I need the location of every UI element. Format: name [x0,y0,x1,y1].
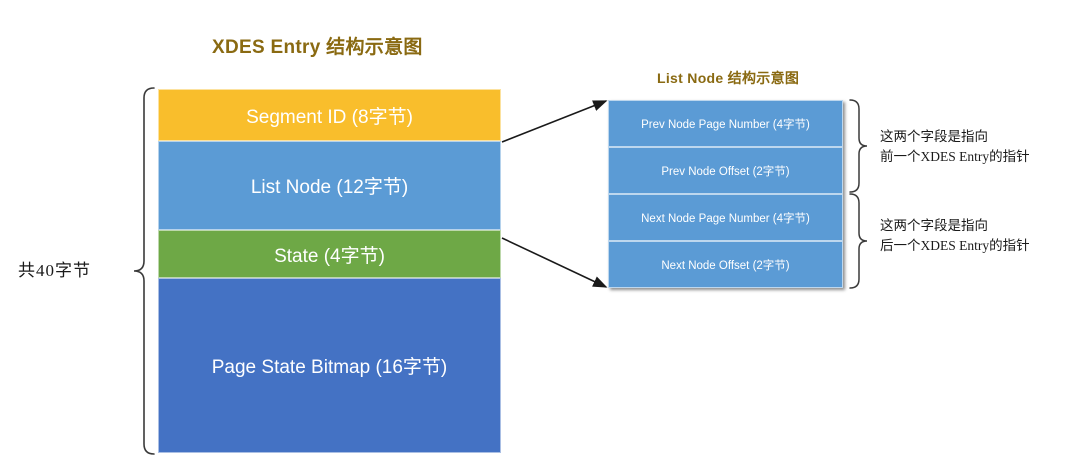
total-size-label: 共40字节 [18,261,91,280]
next-pointer-brace [848,192,868,290]
list-node-structure: Prev Node Page Number (4字节) Prev Node Of… [608,100,843,288]
xdes-entry-structure: Segment ID (8字节) List Node (12字节) State … [158,89,501,453]
list-node-field-next-node-offset[interactable]: Next Node Offset (2字节) [608,241,843,288]
total-size-brace-shape [133,87,155,455]
prev-pointer-note-line2: 前一个XDES Entry的指针 [880,149,1030,164]
connector-arrow-bottom [501,237,608,288]
next-pointer-brace-shape [849,193,868,289]
prev-pointer-brace [848,98,868,194]
list-node-title: List Node 结构示意图 [657,70,800,86]
connector-arrow-top [501,100,608,143]
xdes-field-list-node[interactable]: List Node (12字节) [158,141,501,230]
prev-pointer-brace-shape [849,99,868,193]
next-pointer-note: 这两个字段是指向 后一个XDES Entry的指针 [880,216,1030,256]
page-title: XDES Entry 结构示意图 [212,37,423,58]
list-node-field-prev-node-page-number[interactable]: Prev Node Page Number (4字节) [608,100,843,147]
xdes-field-segment-id[interactable]: Segment ID (8字节) [158,89,501,141]
list-node-field-next-node-page-number[interactable]: Next Node Page Number (4字节) [608,194,843,241]
prev-pointer-note-line1: 这两个字段是指向 [880,129,988,144]
list-node-field-prev-node-offset[interactable]: Prev Node Offset (2字节) [608,147,843,194]
xdes-field-page-state-bitmap[interactable]: Page State Bitmap (16字节) [158,278,501,453]
xdes-field-state[interactable]: State (4字节) [158,230,501,278]
total-size-brace [128,86,156,456]
next-pointer-note-line2: 后一个XDES Entry的指针 [880,238,1030,253]
prev-pointer-note: 这两个字段是指向 前一个XDES Entry的指针 [880,127,1030,167]
next-pointer-note-line1: 这两个字段是指向 [880,218,988,233]
